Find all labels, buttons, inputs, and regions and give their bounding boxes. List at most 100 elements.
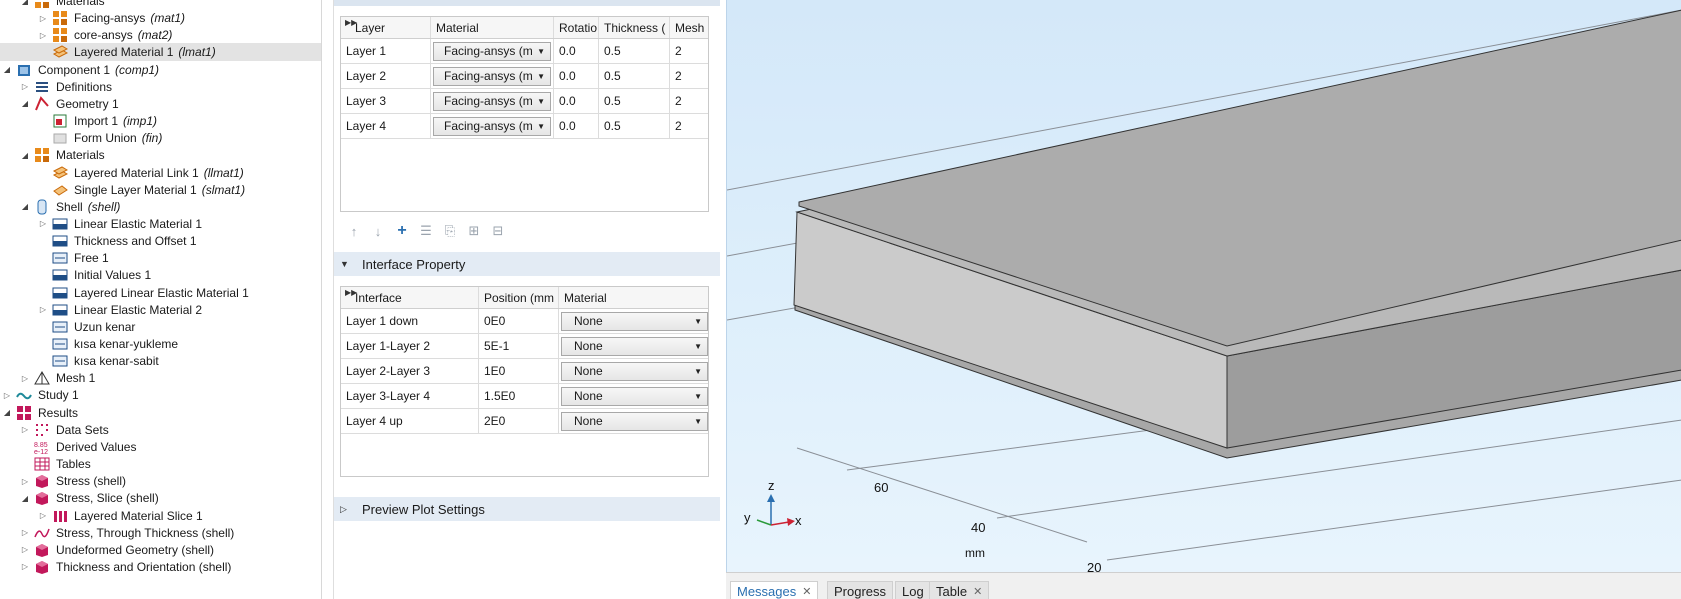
tree-item[interactable]: ▷Stress (shell): [0, 472, 321, 490]
expand-columns-icon[interactable]: ▶▶: [345, 288, 358, 297]
interface-material-dropdown[interactable]: None▼: [561, 361, 708, 381]
interface-name-cell[interactable]: Layer 1 down: [341, 309, 479, 333]
rotation-cell[interactable]: 0.0: [554, 89, 599, 113]
tree-item[interactable]: ▷Thickness and Orientation (shell): [0, 558, 321, 576]
export-icon[interactable]: ⊟: [492, 223, 504, 238]
thickness-cell[interactable]: 0.5: [599, 89, 670, 113]
collapse-arrow-icon[interactable]: ▷: [39, 13, 47, 23]
tree-item[interactable]: ▷Layered Material Slice 1: [0, 507, 321, 525]
position-cell[interactable]: 1E0: [479, 359, 559, 383]
interface-material-dropdown[interactable]: None▼: [561, 336, 708, 356]
tree-item[interactable]: ◢Component 1(comp1): [0, 61, 321, 79]
tree-item[interactable]: ▷Stress, Through Thickness (shell): [0, 524, 321, 542]
tree-item[interactable]: ▷Mesh 1: [0, 369, 321, 387]
thickness-cell[interactable]: 0.5: [599, 114, 670, 138]
mesh-cell[interactable]: 2: [675, 94, 682, 108]
rotation-cell[interactable]: 0.0: [554, 114, 599, 138]
column-header-interface[interactable]: Interface: [341, 287, 479, 308]
column-header-material[interactable]: Material: [431, 17, 554, 38]
tree-item[interactable]: ▷Undeformed Geometry (shell): [0, 541, 321, 559]
tab-messages[interactable]: Messages✕: [730, 581, 819, 599]
graphics-window[interactable]: 60 40 20 mm z y x: [726, 0, 1681, 572]
column-header-position[interactable]: Position (mm: [479, 287, 559, 308]
interface-name-cell[interactable]: Layer 4 up: [341, 409, 479, 433]
collapse-arrow-icon[interactable]: ▷: [21, 476, 29, 486]
copy-icon[interactable]: ⎘: [444, 223, 456, 238]
expand-arrow-icon[interactable]: ◢: [3, 65, 11, 75]
tree-item[interactable]: Uzun kenar: [0, 318, 321, 336]
tab-log[interactable]: Log: [895, 581, 931, 599]
mesh-cell[interactable]: 2: [675, 119, 682, 133]
tree-item[interactable]: Layered Material Link 1(llmat1): [0, 164, 321, 182]
expand-arrow-icon[interactable]: ◢: [3, 408, 11, 418]
tree-item[interactable]: ◢Shell(shell): [0, 198, 321, 216]
tree-item[interactable]: ▷Linear Elastic Material 1: [0, 215, 321, 233]
preview-plot-settings-section[interactable]: ▷ Preview Plot Settings: [334, 497, 720, 521]
tree-item[interactable]: kısa kenar-sabit: [0, 352, 321, 370]
material-dropdown[interactable]: Facing-ansys (m▼: [433, 66, 551, 86]
layer-name-cell[interactable]: Layer 2: [341, 64, 431, 88]
collapse-arrow-icon[interactable]: ▷: [39, 30, 47, 40]
tree-item[interactable]: Layered Linear Elastic Material 1: [0, 284, 321, 302]
collapse-arrow-icon[interactable]: ▷: [39, 219, 47, 229]
expand-arrow-icon[interactable]: ◢: [21, 493, 29, 503]
interface-name-cell[interactable]: Layer 2-Layer 3: [341, 359, 479, 383]
layer-name-cell[interactable]: Layer 4: [341, 114, 431, 138]
tree-item[interactable]: ◢Materials: [0, 146, 321, 164]
tree-item[interactable]: Tables: [0, 455, 321, 473]
interface-material-dropdown[interactable]: None▼: [561, 411, 708, 431]
tree-item[interactable]: ▷Data Sets: [0, 421, 321, 439]
tree-item[interactable]: Initial Values 1: [0, 266, 321, 284]
expand-arrow-icon[interactable]: ◢: [21, 99, 29, 109]
column-header-layer[interactable]: Layer: [341, 17, 431, 38]
material-dropdown[interactable]: Facing-ansys (m▼: [433, 116, 551, 136]
delete-icon[interactable]: ☰: [420, 223, 432, 238]
close-icon[interactable]: ✕: [973, 585, 983, 598]
tree-item[interactable]: ◢Results: [0, 404, 321, 422]
column-header-mesh[interactable]: Mesh: [675, 20, 705, 35]
tree-item[interactable]: ◢Stress, Slice (shell): [0, 489, 321, 507]
tree-item[interactable]: Layered Material 1(lmat1): [0, 43, 321, 62]
position-cell[interactable]: 2E0: [479, 409, 559, 433]
close-icon[interactable]: ✕: [802, 585, 812, 598]
interface-material-dropdown[interactable]: None▼: [561, 311, 708, 331]
mesh-cell[interactable]: 2: [675, 44, 682, 58]
collapse-arrow-icon[interactable]: ▷: [21, 545, 29, 555]
collapse-arrow-icon[interactable]: ▷: [21, 562, 29, 572]
material-dropdown[interactable]: Facing-ansys (m▼: [433, 91, 551, 111]
thickness-cell[interactable]: 0.5: [599, 39, 670, 63]
expand-arrow-icon[interactable]: ◢: [21, 150, 29, 160]
geometry-view[interactable]: 60 40 20 mm z y x: [727, 0, 1681, 572]
tree-item[interactable]: ◢Materials: [0, 0, 321, 10]
collapse-arrow-icon[interactable]: ▷: [3, 390, 11, 400]
tree-item[interactable]: ▷Study 1: [0, 386, 321, 404]
import-icon[interactable]: ⊞: [468, 223, 480, 238]
interface-material-dropdown[interactable]: None▼: [561, 386, 708, 406]
collapse-arrow-icon[interactable]: ▷: [39, 511, 47, 520]
collapse-arrow-icon[interactable]: ▷: [21, 373, 29, 383]
position-cell[interactable]: 1.5E0: [479, 384, 559, 408]
expand-columns-icon[interactable]: ▶▶: [345, 18, 358, 27]
tab-progress[interactable]: Progress: [827, 581, 894, 599]
collapse-arrow-icon[interactable]: ▷: [21, 82, 29, 92]
layer-name-cell[interactable]: Layer 1: [341, 39, 431, 63]
rotation-cell[interactable]: 0.0: [554, 39, 599, 63]
expand-arrow-icon[interactable]: ◢: [21, 202, 29, 212]
interface-name-cell[interactable]: Layer 3-Layer 4: [341, 384, 479, 408]
tree-item[interactable]: ▷core-ansys(mat2): [0, 26, 321, 44]
tree-item[interactable]: Thickness and Offset 1: [0, 232, 321, 250]
collapse-arrow-icon[interactable]: ▷: [39, 305, 47, 315]
tree-item[interactable]: ▷Facing-ansys(mat1): [0, 9, 321, 27]
interface-property-section[interactable]: ▼ Interface Property: [334, 252, 720, 276]
tree-item[interactable]: Single Layer Material 1(slmat1): [0, 181, 321, 199]
tree-item[interactable]: Import 1(imp1): [0, 112, 321, 130]
rotation-cell[interactable]: 0.0: [554, 64, 599, 88]
